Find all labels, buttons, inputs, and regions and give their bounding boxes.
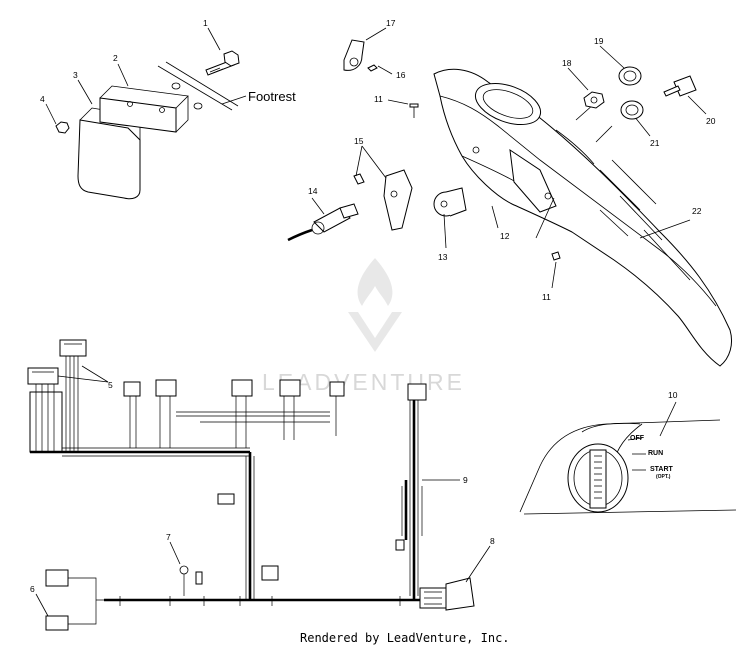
callout-22: 22 (692, 206, 702, 216)
callout-20: 20 (706, 116, 716, 126)
callout-7: 7 (166, 532, 171, 542)
callout-12: 12 (500, 231, 510, 241)
pins-and-switch (287, 145, 413, 242)
switch-nut (583, 91, 605, 109)
callout-11-bottom: 11 (542, 292, 551, 302)
callout-16: 16 (396, 70, 406, 80)
watermark-logo (348, 258, 402, 352)
headlight-pod (343, 27, 733, 367)
callout-5: 5 (108, 380, 113, 390)
switch-ring (620, 100, 644, 120)
callout-6: 6 (30, 584, 35, 594)
ignition-switch-panel (519, 401, 737, 515)
light-socket (433, 187, 467, 249)
taillight-assembly (45, 27, 247, 200)
wiring-harness (27, 339, 491, 631)
switch-bezel (618, 66, 642, 86)
switch-start-label: START (650, 466, 674, 473)
callout-9: 9 (463, 475, 468, 485)
callout-4: 4 (40, 94, 45, 104)
callout-3: 3 (73, 70, 78, 80)
callout-2: 2 (113, 53, 118, 63)
callout-1: 1 (203, 18, 208, 28)
switch-off-label: OFF (630, 435, 645, 442)
callout-13: 13 (438, 252, 448, 262)
callout-15: 15 (354, 136, 364, 146)
callout-21: 21 (650, 138, 660, 148)
callout-18: 18 (562, 58, 572, 68)
callout-8: 8 (490, 536, 495, 546)
callout-14: 14 (308, 186, 318, 196)
callout-11-top: 11 (374, 94, 383, 104)
footrest-label: Footrest (248, 89, 296, 104)
callout-19: 19 (594, 36, 604, 46)
switch-run-label: RUN (648, 450, 663, 457)
callout-17: 17 (386, 18, 396, 28)
switch-opt-label: (OPT.) (656, 474, 671, 480)
callout-10: 10 (668, 390, 678, 400)
ignition-key (663, 75, 697, 97)
footer-credit: Rendered by LeadVenture, Inc. (300, 631, 510, 645)
